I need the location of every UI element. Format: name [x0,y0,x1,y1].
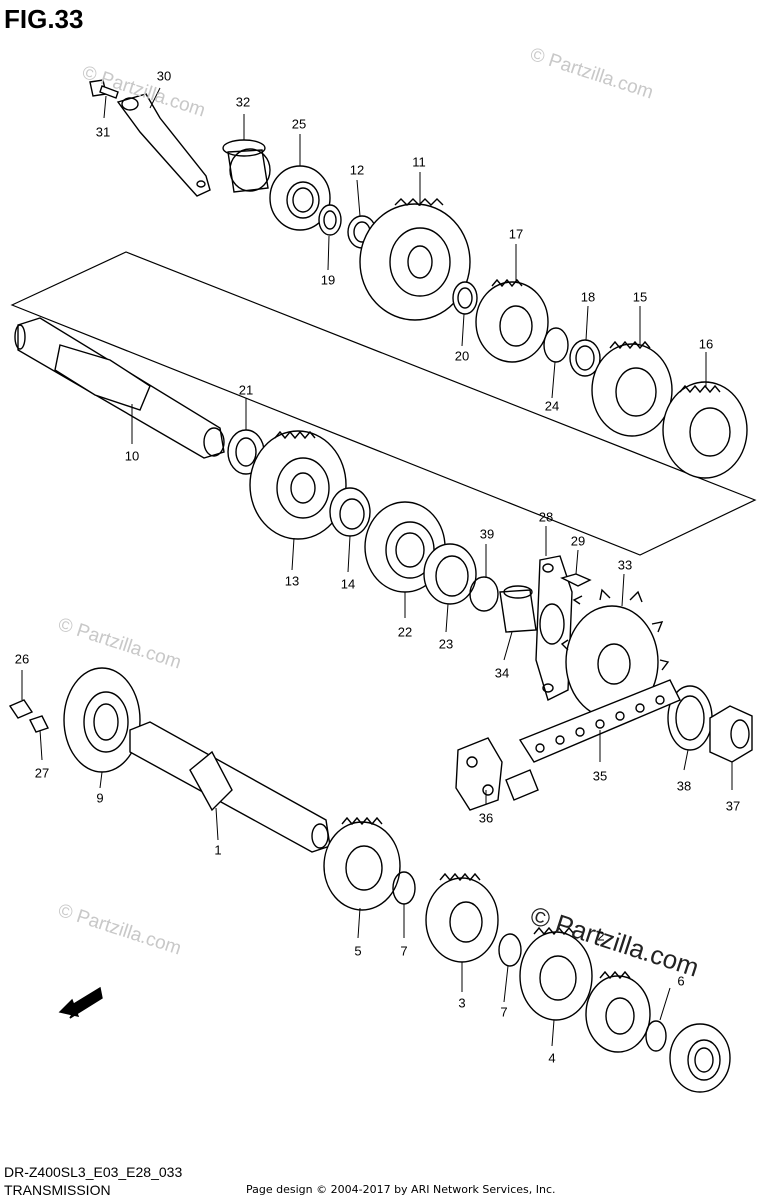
bearing-6[interactable] [669,1023,731,1093]
nut-37[interactable] [709,705,753,763]
callout-16[interactable]: 16 [698,336,714,352]
callout-2[interactable]: 2 [597,928,605,944]
callout-9[interactable]: 9 [96,790,104,806]
callout-21[interactable]: 21 [238,382,254,398]
fwd-arrow-icon [58,986,103,1019]
bushing[interactable] [222,139,271,193]
callout-28[interactable]: 28 [538,509,554,525]
callout-17[interactable]: 17 [508,226,524,242]
callout-13[interactable]: 13 [284,573,300,589]
gear-5[interactable] [323,816,401,911]
page-credit: Page design © 2004-2017 by ARI Network S… [246,1183,556,1196]
callout-19[interactable]: 19 [320,272,336,288]
gear-large-11[interactable] [359,198,471,321]
countershaft[interactable] [14,317,225,459]
callout-10[interactable]: 10 [124,448,140,464]
gear-16[interactable] [662,381,748,479]
circlip-7a[interactable] [392,871,416,905]
gear-13[interactable] [249,430,347,540]
leader-lines [21,87,733,1047]
gear-2[interactable] [585,970,651,1053]
screw-27[interactable] [29,715,49,733]
callout-38[interactable]: 38 [676,778,692,794]
washer-small[interactable] [318,204,342,236]
callout-1[interactable]: 1 [214,842,222,858]
spacer-34[interactable] [499,585,537,633]
callout-18[interactable]: 18 [580,289,596,305]
callout-33[interactable]: 33 [617,557,633,573]
callout-34[interactable]: 34 [494,665,510,681]
bolt-26[interactable] [8,699,34,719]
callout-3[interactable]: 3 [458,995,466,1011]
callout-39[interactable]: 39 [479,526,495,542]
oil-seal-23[interactable] [423,543,477,605]
callout-37[interactable]: 37 [725,798,741,814]
callout-14[interactable]: 14 [340,576,356,592]
circlip-24[interactable] [543,327,569,363]
callout-25[interactable]: 25 [291,116,307,132]
drive-chain-35[interactable] [518,679,681,763]
callout-32[interactable]: 32 [235,94,251,110]
plate-28[interactable] [535,555,573,701]
screw[interactable] [89,79,119,99]
bushing-14[interactable] [329,487,371,537]
callout-29[interactable]: 29 [570,533,586,549]
callout-36[interactable]: 36 [478,810,494,826]
model-code: DR-Z400SL3_E03_E28_033 [4,1164,183,1180]
callout-7-lower[interactable]: 7 [500,1004,508,1020]
circlip-6[interactable] [645,1020,667,1052]
callout-7-upper[interactable]: 7 [400,943,408,959]
figure-title: FIG.33 [4,4,84,34]
gear-15[interactable] [591,340,673,437]
callout-15[interactable]: 15 [632,289,648,305]
callout-31[interactable]: 31 [95,124,111,140]
callout-22[interactable]: 22 [397,624,413,640]
shift-lever[interactable] [116,93,211,197]
chain-joint-36[interactable] [455,737,539,811]
callout-27[interactable]: 27 [34,765,50,781]
circlip-7b[interactable] [498,933,522,967]
bolt-29[interactable] [560,573,592,587]
callout-35[interactable]: 35 [592,768,608,784]
gear-17[interactable] [475,278,549,363]
gear-4[interactable] [519,926,593,1021]
callout-4[interactable]: 4 [548,1050,556,1066]
callout-12[interactable]: 12 [349,162,365,178]
gear-3[interactable] [425,872,499,963]
callout-11[interactable]: 11 [412,154,426,170]
callout-26[interactable]: 26 [14,651,30,667]
bearing-9[interactable] [63,667,141,773]
callout-5[interactable]: 5 [354,943,362,959]
bearing-upper[interactable] [269,165,331,231]
callout-23[interactable]: 23 [438,636,454,652]
countershaft-group-outline [10,251,757,556]
callout-24[interactable]: 24 [544,398,560,414]
callout-30[interactable]: 30 [156,68,172,84]
washer-18[interactable] [569,339,601,377]
callout-20[interactable]: 20 [454,348,470,364]
callout-6[interactable]: 6 [677,973,685,989]
section-name: TRANSMISSION [4,1182,111,1198]
washer-20[interactable] [452,281,478,315]
o-ring-39[interactable] [469,576,499,612]
driveshaft[interactable] [129,721,331,853]
